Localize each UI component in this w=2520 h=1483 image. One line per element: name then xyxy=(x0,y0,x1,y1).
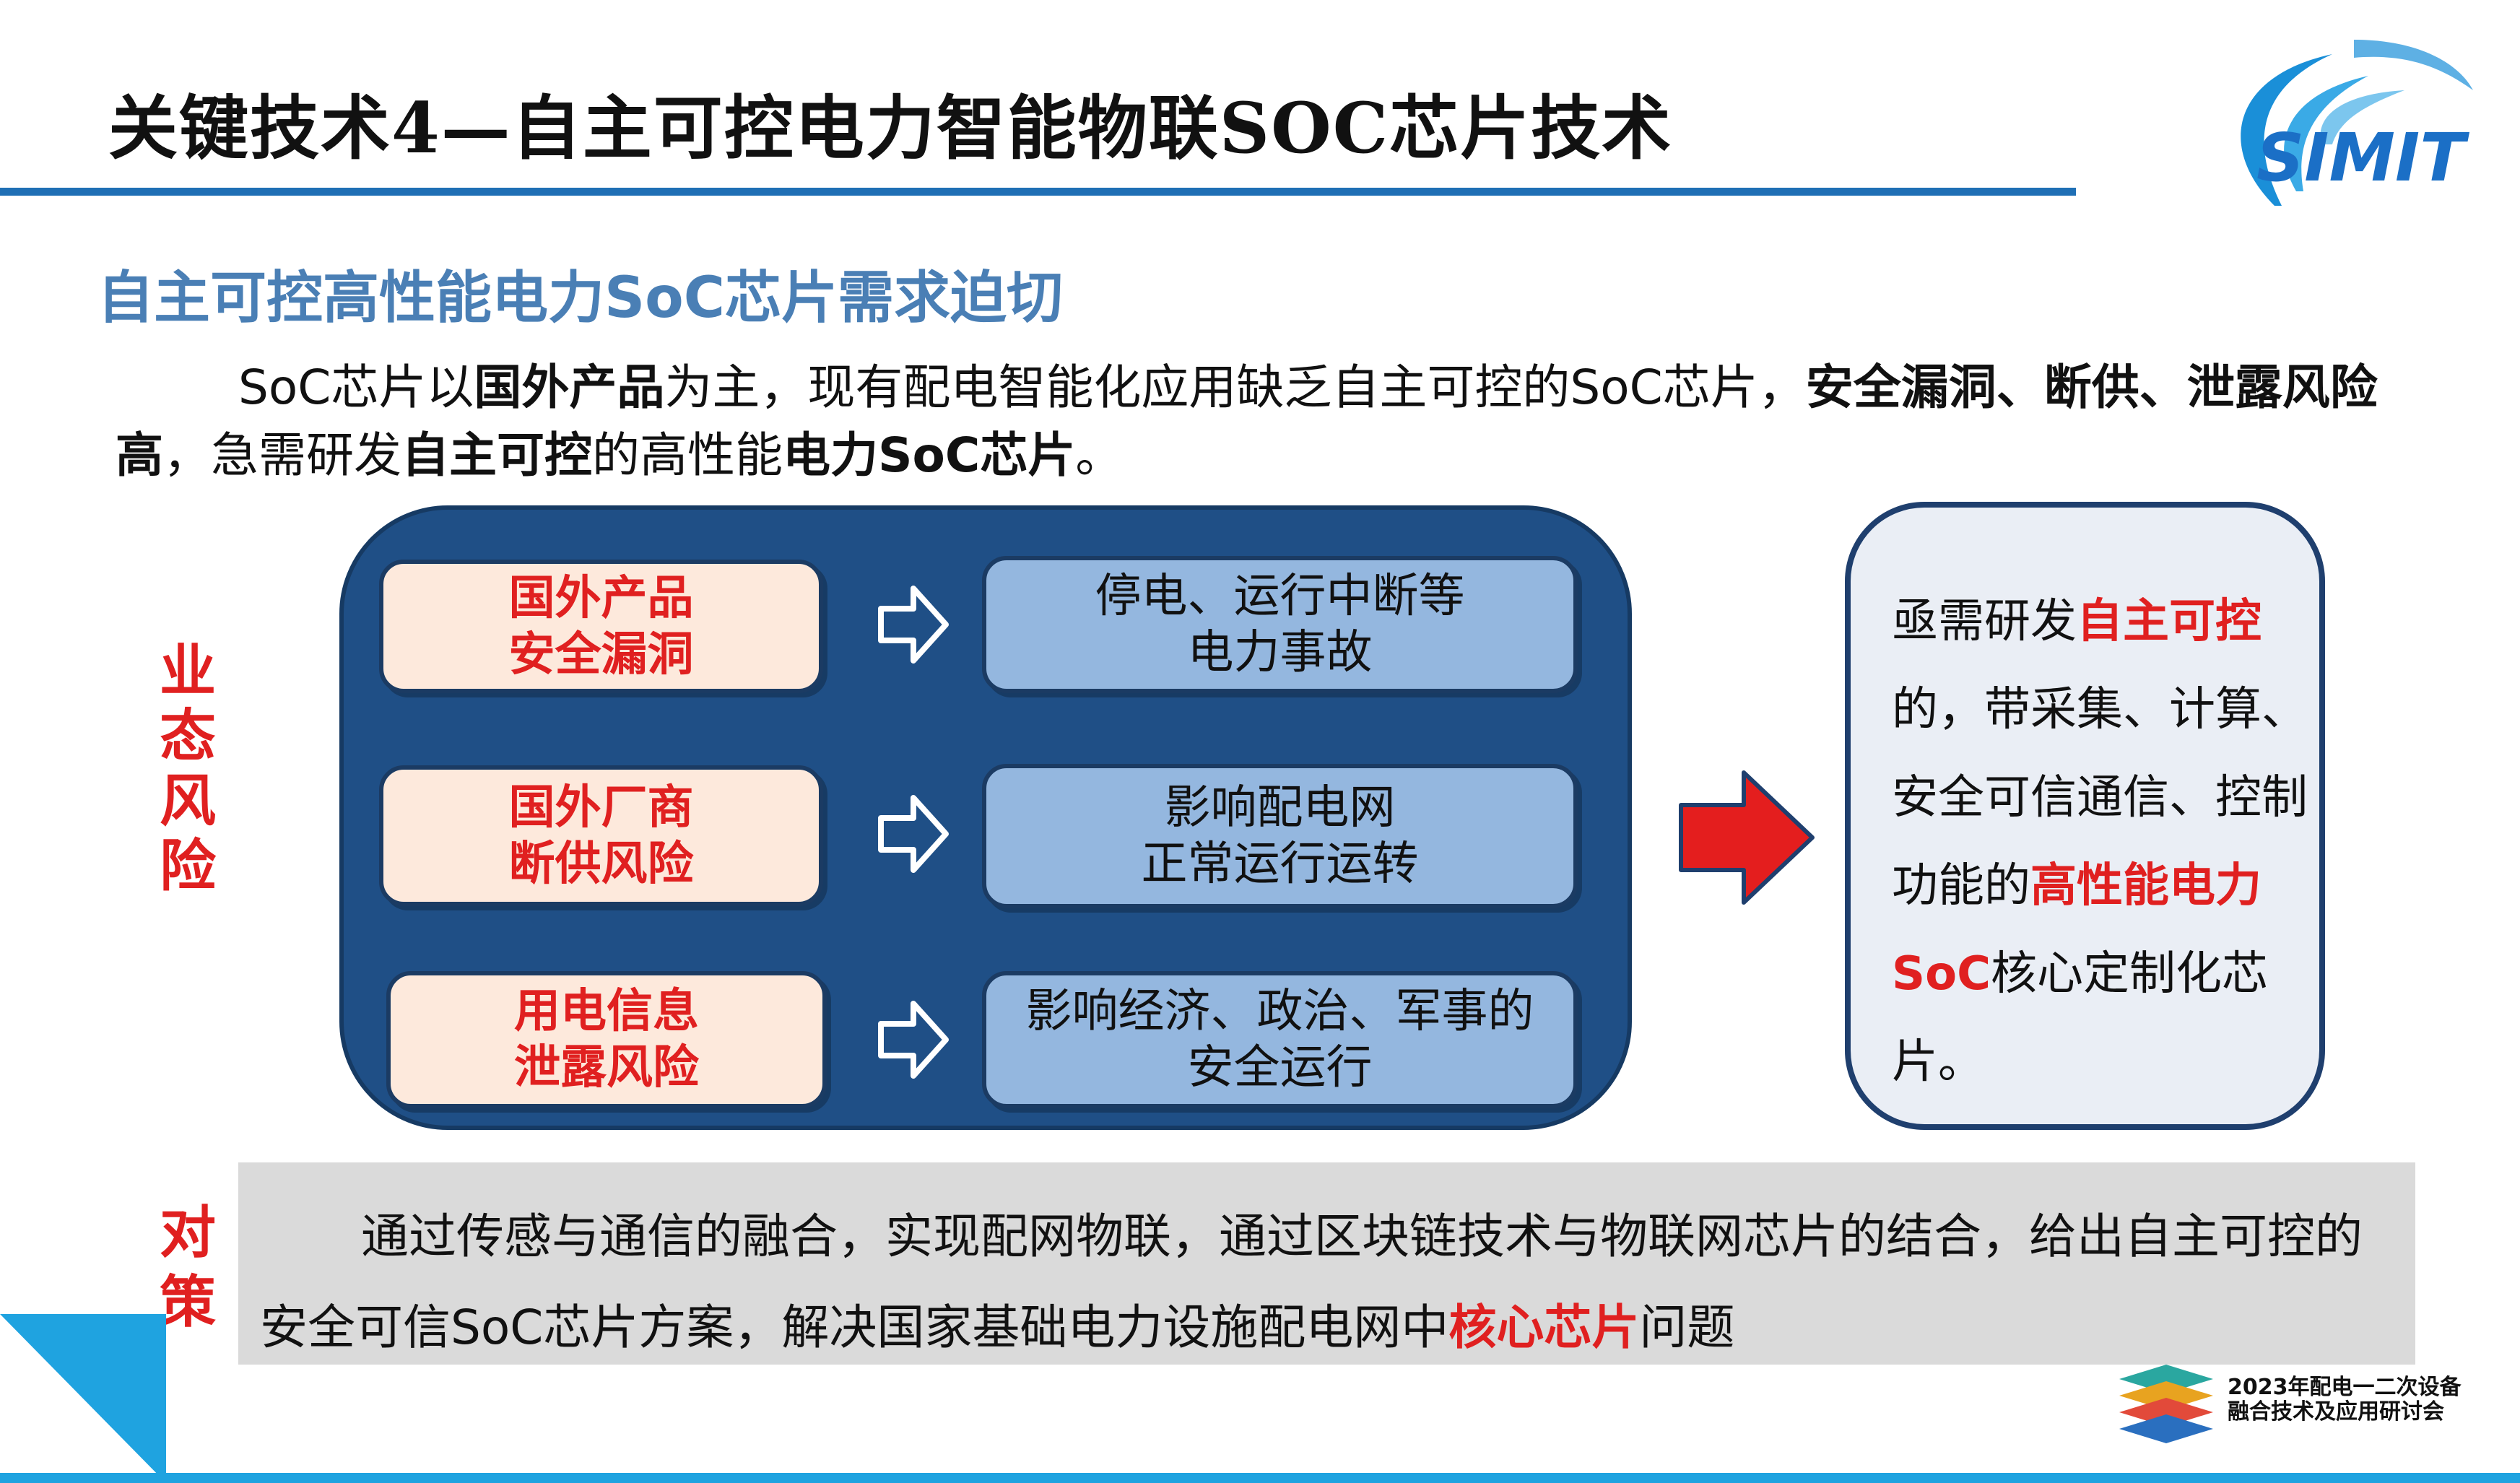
need-text: 亟需研发自主可控的，带采集、计算、安全可信通信、控制功能的高性能电力SoC核心定… xyxy=(1892,578,2311,1106)
risk-effect-1-line1: 停电、运行中断等 xyxy=(1095,570,1465,623)
page-title: 关键技术4—自主可控电力智能物联SOC芯片技术 xyxy=(108,87,1673,169)
para-text-5: 。 xyxy=(1075,427,1124,483)
risk-cause-3-line1: 用电信息 xyxy=(514,985,699,1038)
need-box xyxy=(1845,502,2325,1130)
conference-line1: 2023年配电一二次设备 xyxy=(2228,1375,2462,1400)
policy-box xyxy=(238,1162,2415,1365)
simit-logo: SIMIT xyxy=(2241,40,2473,206)
risk-effect-box-2: 影响配电网正常运行运转 xyxy=(982,764,1578,908)
need-highlight-1: 自主可控 xyxy=(2077,595,2262,648)
conference-line2: 融合技术及应用研讨会 xyxy=(2228,1399,2444,1425)
risk-cause-1-line2: 安全漏洞 xyxy=(508,627,694,682)
logo-text: SIMIT xyxy=(2256,119,2469,196)
risk-cause-box-2: 国外厂商断供风险 xyxy=(379,765,823,906)
need-highlight-2: 高性能电力SoC xyxy=(1892,859,2262,1001)
risk-effect-3-line2: 安全运行 xyxy=(1187,1041,1373,1095)
risk-cause-box-3: 用电信息泄露风险 xyxy=(386,971,827,1108)
corner-decoration xyxy=(0,1314,166,1483)
risk-cause-3-line2: 泄露风险 xyxy=(514,1041,699,1095)
intro-paragraph: SoC芯片以国外产品为主，现有配电智能化应用缺乏自主可控的SoC芯片，安全漏洞、… xyxy=(116,354,2419,490)
risk-effect-box-3: 影响经济、政治、军事的安全运行 xyxy=(982,971,1578,1108)
para-bold-2: 安全漏洞、断供、泄露风险高 xyxy=(116,360,2378,483)
policy-label: 对策 xyxy=(159,1201,216,1335)
policy-highlight: 核心芯片 xyxy=(1448,1300,1640,1355)
conference-logo xyxy=(2119,1365,2213,1443)
risk-effect-1-line2: 电力事故 xyxy=(1187,626,1373,679)
para-text-2: 为主，现有配电智能化应用缺乏自主可控的SoC芯片， xyxy=(664,360,1806,415)
risk-label: 业态风险 xyxy=(159,639,216,899)
risk-effect-2-line2: 正常运行运转 xyxy=(1141,838,1419,891)
chevron-right-icon xyxy=(878,586,949,664)
risk-effect-3-line1: 影响经济、政治、军事的 xyxy=(1025,985,1534,1038)
risk-effect-2-line1: 影响配电网 xyxy=(1164,781,1396,835)
arrow-right-icon xyxy=(1679,770,1815,905)
risk-cause-1-line1: 国外产品 xyxy=(508,571,694,625)
need-text-2: 的，带采集、计算、安全可信通信、控制功能的 xyxy=(1892,683,2308,913)
para-bold-3: 自主可控 xyxy=(401,427,592,483)
section-subtitle: 自主可控高性能电力SoC芯片需求迫切 xyxy=(97,266,1064,331)
para-bold-4: 电力SoC芯片 xyxy=(783,427,1076,483)
chevron-right-icon xyxy=(878,1001,949,1079)
para-text-1: SoC芯片以 xyxy=(238,360,474,415)
conference-title: 2023年配电一二次设备 融合技术及应用研讨会 xyxy=(2228,1375,2466,1425)
risk-cause-2-line2: 断供风险 xyxy=(508,837,694,891)
para-text-3: ，急需研发 xyxy=(163,427,401,483)
policy-text-1: 通过传感与通信的融合，实现配网物联，通过区块链技术与物联网芯片的结合，给出自主可… xyxy=(260,1209,2363,1355)
need-text-3: 核心定制化芯片。 xyxy=(1892,947,2269,1089)
para-bold-1: 国外产品 xyxy=(474,360,665,415)
footer-divider xyxy=(0,1473,2520,1483)
risk-cause-2-line1: 国外厂商 xyxy=(508,780,694,835)
need-text-1: 亟需研发 xyxy=(1892,595,2077,648)
policy-text-2: 问题 xyxy=(1639,1300,1735,1355)
risk-effect-box-1: 停电、运行中断等电力事故 xyxy=(982,556,1578,693)
policy-text: 通过传感与通信的融合，实现配网物联，通过区块链技术与物联网芯片的结合，给出自主可… xyxy=(260,1191,2397,1373)
chevron-right-icon xyxy=(878,795,949,873)
risk-cause-box-1: 国外产品安全漏洞 xyxy=(379,560,823,693)
title-divider xyxy=(0,188,2076,196)
para-text-4: 的高性能 xyxy=(592,427,783,483)
